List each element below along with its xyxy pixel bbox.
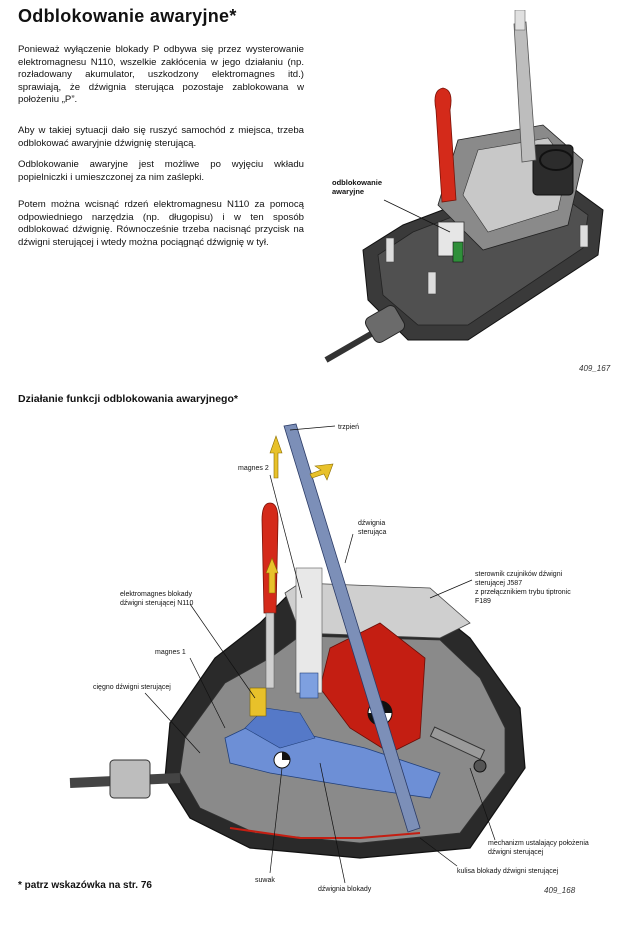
footnote: * patrz wskazówka na str. 76 — [18, 880, 152, 891]
label-sterownik-3: z przełącznikiem trybu tiptronic — [475, 589, 571, 596]
label-dzwignia-sterujaca-1: dźwignia — [358, 520, 385, 527]
label-mechanizm-1: mechanizm ustalający położenia — [488, 840, 589, 847]
figure1-label-line1: odblokowanie — [332, 178, 382, 187]
label-suwak: suwak — [255, 877, 275, 884]
page-title: Odblokowanie awaryjne* — [18, 6, 237, 26]
label-elektromagnes-1: elektromagnes blokady — [120, 591, 192, 598]
figure2-code: 409_168 — [544, 886, 576, 895]
label-dzwignia-sterujaca-2: sterująca — [358, 529, 387, 536]
label-magnes2: magnes 2 — [238, 465, 269, 472]
label-mechanizm-2: dźwigni sterującej — [488, 849, 544, 856]
label-trzpien: trzpień — [338, 424, 359, 431]
label-sterownik-2: sterującej J587 — [475, 580, 522, 587]
paragraph-2: Aby w takiej sytuacji dało się ruszyć sa… — [18, 125, 304, 149]
paragraph-3: Odblokowanie awaryjne jest możliwe po wy… — [18, 159, 304, 183]
section-title: Działanie funkcji odblokowania awaryjneg… — [18, 393, 238, 405]
label-elektromagnes-2: dźwigni sterującej N110 — [120, 600, 194, 607]
label-magnes1: magnes 1 — [155, 649, 186, 656]
label-kulisa: kulisa blokady dźwigni sterującej — [457, 868, 559, 875]
label-sterownik-4: F189 — [475, 598, 491, 605]
figure1-label-line2: awaryjne — [332, 187, 364, 196]
label-ciegno: cięgno dźwigni sterującej — [93, 684, 171, 691]
figure1-code: 409_167 — [579, 364, 611, 373]
label-sterownik-1: sterownik czujników dźwigni — [475, 571, 563, 578]
emergency-release-diagram: trzpień magnes 2 dźwignia sterująca ster… — [69, 423, 589, 893]
paragraph-4: Potem można wcisnąć rdzeń elektromagnesu… — [18, 199, 304, 248]
paragraph-1: Ponieważ wyłączenie blokady P odbywa się… — [18, 44, 304, 106]
label-dzwignia-blokady: dźwignia blokady — [318, 886, 372, 893]
selector-assembly-figure: odblokowanie awaryjne — [324, 10, 604, 363]
